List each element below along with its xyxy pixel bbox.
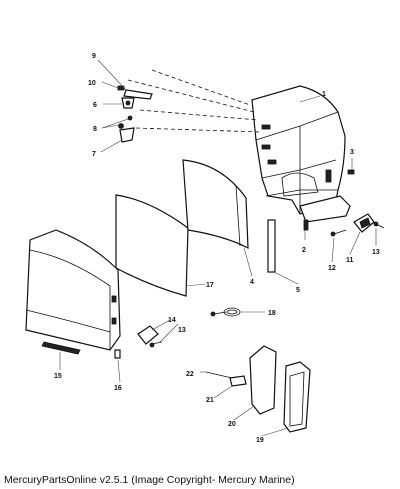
callout-9: 9 [92,53,96,60]
callout-5: 5 [296,287,300,294]
part-9-strip[interactable] [123,89,153,100]
callout-13-lower: 13 [178,327,186,334]
part-6-bracket[interactable] [121,97,135,109]
part-5-rod[interactable] [267,219,276,273]
callout-20: 20 [228,421,236,428]
callout-6: 6 [93,102,97,109]
callout-14: 14 [168,317,176,324]
callout-22: 22 [186,371,194,378]
callout-1: 1 [322,91,326,98]
part-7-bracket[interactable] [119,127,135,143]
callout-3: 3 [350,149,354,156]
part-19-cover[interactable] [283,361,311,433]
part-11-latch[interactable] [353,213,375,233]
callout-15: 15 [54,373,62,380]
part-18-grommet[interactable] [210,307,241,317]
part-12-screw[interactable] [330,229,347,237]
part-13-screw-right[interactable] [373,221,385,229]
callout-19: 19 [256,437,264,444]
part-15-front-cowl[interactable] [25,229,121,355]
part-13-screw-lower[interactable] [149,341,163,348]
part-21-bracket[interactable] [229,375,247,387]
part-16-clip[interactable] [114,349,121,359]
callout-21: 21 [206,397,214,404]
exploded-parts-diagram: 1 2 3 4 5 6 7 8 9 10 11 12 13 13 14 15 1… [25,53,385,444]
part-8-clips[interactable] [118,115,133,129]
callout-4: 4 [250,279,254,286]
callout-7: 7 [92,151,96,158]
part-17-panel[interactable] [115,194,189,297]
callout-12: 12 [328,265,336,272]
leader-lines [59,59,377,437]
part-2-clip[interactable] [303,219,309,231]
callout-8: 8 [93,126,97,133]
callout-10: 10 [88,80,96,87]
copyright-caption: MercuryPartsOnline v2.5.1 (Image Copyrig… [4,474,295,486]
callout-18: 18 [268,310,276,317]
part-14-latch[interactable] [137,325,159,345]
part-4-panel[interactable] [182,159,249,250]
part-22-pin[interactable] [205,371,233,379]
callout-11: 11 [346,257,354,264]
callout-13-right: 13 [372,249,380,256]
callout-16: 16 [114,385,122,392]
part-20-plate[interactable] [249,345,277,415]
callout-17: 17 [206,282,214,289]
callout-2: 2 [302,247,306,254]
part-3-clip[interactable] [347,169,355,175]
part-1-rear-cowl[interactable] [251,85,351,223]
